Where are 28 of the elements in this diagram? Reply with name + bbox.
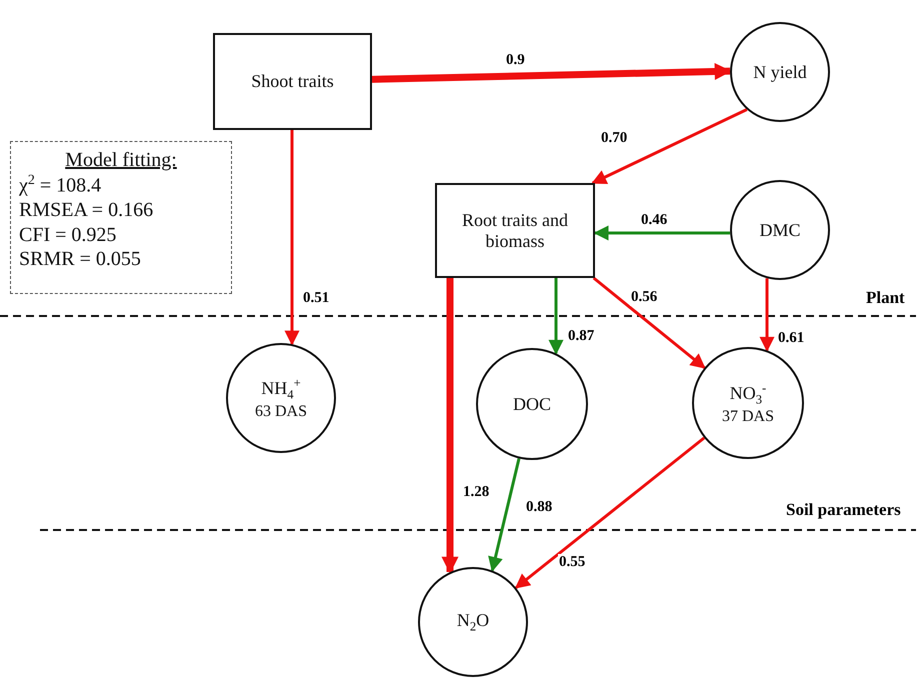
arrow bbox=[591, 108, 748, 184]
statistic-text: SRMR = 0.055 bbox=[19, 247, 141, 272]
arrow bbox=[514, 436, 706, 589]
arrow bbox=[594, 226, 730, 240]
node-label: Shoot traits bbox=[251, 71, 334, 92]
box-heading: Model fitting: bbox=[65, 148, 177, 172]
statistic-text: χ$^{2}$ = 108.4 bbox=[19, 172, 102, 198]
zone-label: Plant bbox=[866, 288, 905, 308]
arrow bbox=[442, 278, 458, 574]
arrow bbox=[488, 458, 520, 572]
arrow bbox=[372, 63, 732, 83]
process-box bbox=[435, 183, 595, 278]
node-label: DMC bbox=[759, 220, 800, 240]
arrow bbox=[548, 278, 564, 355]
arrow bbox=[592, 276, 706, 369]
node-label: Root traits and biomass bbox=[461, 210, 569, 252]
arrow bbox=[284, 130, 300, 346]
zone-label: Soil parameters bbox=[786, 500, 901, 520]
process-box bbox=[213, 33, 372, 130]
arrow bbox=[760, 278, 774, 352]
node-sublabel: 63 DAS bbox=[254, 402, 307, 420]
statistic-text: CFI = 0.925 bbox=[19, 222, 116, 248]
node-label: N yield bbox=[753, 62, 807, 82]
statistic-text: RMSEA = 0.166 bbox=[19, 198, 154, 223]
fit-statistics-box bbox=[10, 141, 232, 294]
node-label: N$_{2}$O bbox=[456, 610, 490, 634]
node-sublabel: 37 DAS bbox=[722, 408, 774, 426]
node-label: DOC bbox=[512, 394, 551, 414]
